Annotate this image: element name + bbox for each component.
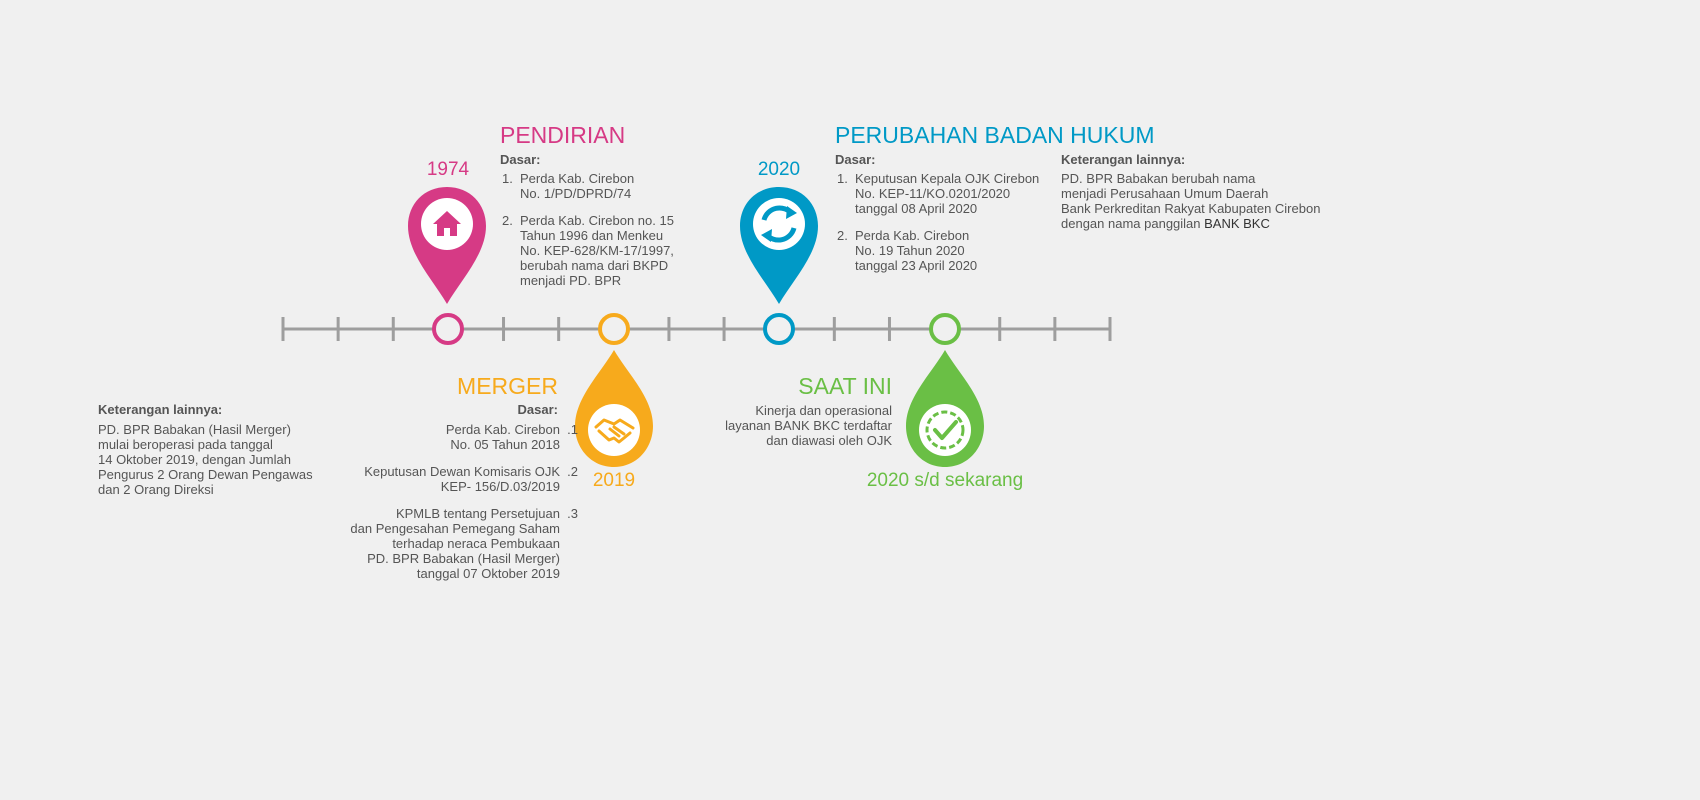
item-line: No. KEP-11/KO.0201/2020: [855, 186, 1011, 201]
perubahan-keterangan-text: PD. BPR Babakan berubah nama menjadi Per…: [1061, 171, 1320, 231]
house-icon: [433, 211, 461, 236]
item-number: 2.: [837, 228, 848, 243]
item-line: tanggal 07 Oktober 2019: [416, 566, 560, 581]
keterangan-line: menjadi Perusahaan Umum Daerah: [1061, 186, 1269, 201]
keterangan-line: Pengurus 2 Orang Dewan Pengawas: [98, 467, 313, 482]
merger-title: MERGER: [457, 373, 558, 399]
item-line: dan Pengesahan Pemegang Saham: [350, 521, 560, 536]
pendirian-title: PENDIRIAN: [500, 122, 626, 148]
pendirian-dasar-label: Dasar:: [500, 152, 541, 167]
year-2020: 2020: [757, 159, 801, 180]
keterangan-line: 14 Oktober 2019, dengan Jumlah: [98, 452, 291, 467]
perubahan-title: PERUBAHAN BADAN HUKUM: [835, 122, 1155, 148]
item-line: No. 1/PD/DPRD/74: [520, 186, 632, 201]
saat-ini-line: dan diawasi oleh OJK: [766, 433, 892, 448]
merger-keterangan-label: Keterangan lainnya:: [98, 402, 223, 417]
item-line: Perda Kab. Cirebon: [855, 228, 970, 243]
item-line: KPMLB tentang Persetujuan: [395, 506, 560, 521]
item-line: tanggal 23 April 2020: [855, 258, 978, 273]
handshake-icon: [594, 418, 635, 444]
keterangan-line: dan 2 Orang Direksi: [98, 482, 214, 497]
item-number: 1.: [837, 171, 848, 186]
pin-2020: [740, 187, 818, 304]
saat-ini-title: SAAT INI: [798, 373, 892, 399]
pin-1974: [408, 187, 486, 304]
perubahan-dasar-label: Dasar:: [835, 152, 876, 167]
item-line: Keputusan Kepala OJK Cirebon: [855, 171, 1040, 186]
bank-bkc-name: BANK BKC: [1204, 216, 1270, 231]
check-badge-icon: [925, 410, 965, 450]
item-number: 2.: [502, 213, 513, 228]
keterangan-last-prefix: dengan nama panggilan: [1061, 216, 1205, 231]
item-line: No. KEP-628/KM-17/1997,: [520, 243, 674, 258]
milestone-marker-2020: [763, 313, 795, 345]
keterangan-line: PD. BPR Babakan berubah nama: [1061, 171, 1256, 186]
item-number: .3: [567, 506, 578, 521]
milestone-marker-saat-ini: [929, 313, 961, 345]
year-2019: 2019: [592, 470, 636, 491]
saat-ini-line: Kinerja dan operasional: [755, 403, 892, 418]
keterangan-line: PD. BPR Babakan (Hasil Merger): [98, 422, 291, 437]
item-line: No. 19 Tahun 2020: [855, 243, 965, 258]
item-line: PD. BPR Babakan (Hasil Merger): [367, 551, 560, 566]
refresh-icon: [761, 205, 797, 243]
year-1974: 1974: [426, 159, 470, 180]
pin-2019: [575, 350, 653, 467]
item-line: KEP- 156/D.03/2019: [440, 479, 560, 494]
keterangan-line: Bank Perkreditan Rakyat Kabupaten Cirebo…: [1061, 201, 1321, 216]
merger-keterangan-text: PD. BPR Babakan (Hasil Merger) mulai ber…: [98, 422, 313, 497]
item-number: .2: [567, 464, 578, 479]
item-line: Tahun 1996 dan Menkeu: [520, 228, 664, 243]
timeline-axis: [281, 317, 1112, 341]
item-line: Perda Kab. Cirebon no. 15: [520, 213, 674, 228]
year-saat-ini: 2020 s/d sekarang: [866, 470, 1024, 491]
milestone-marker-2019: [598, 313, 630, 345]
item-line: tanggal 08 April 2020: [855, 201, 978, 216]
keterangan-line: mulai beroperasi pada tanggal: [98, 437, 273, 452]
item-line: terhadap neraca Pembukaan: [392, 536, 560, 551]
item-number: 1.: [502, 171, 513, 186]
item-line: menjadi PD. BPR: [520, 273, 622, 288]
item-line: berubah nama dari BKPD: [520, 258, 669, 273]
item-line: Keputusan Dewan Komisaris OJK: [364, 464, 560, 479]
merger-dasar-label: Dasar:: [517, 402, 558, 417]
perubahan-keterangan-label: Keterangan lainnya:: [1061, 152, 1186, 167]
pin-saat-ini: [906, 350, 984, 467]
item-number: .1: [567, 422, 578, 437]
saat-ini-line: layanan BANK BKC terdaftar: [725, 418, 892, 433]
keterangan-line: dengan nama panggilan BANK BKC: [1061, 216, 1320, 231]
milestone-marker-1974: [432, 313, 464, 345]
item-line: Perda Kab. Cirebon: [445, 422, 560, 437]
saat-ini-text: Kinerja dan operasional layanan BANK BKC…: [725, 403, 892, 448]
item-line: Perda Kab. Cirebon: [520, 171, 635, 186]
item-line: No. 05 Tahun 2018: [450, 437, 560, 452]
